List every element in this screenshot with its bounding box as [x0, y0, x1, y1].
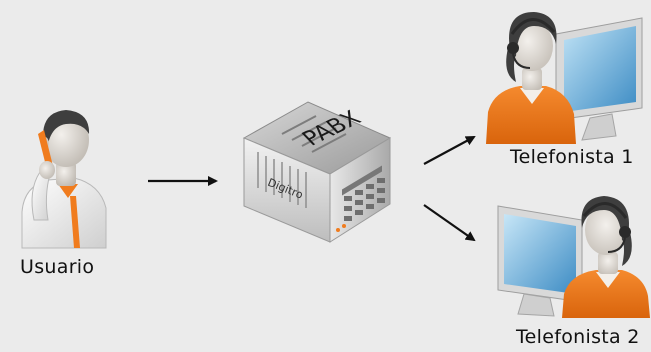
operator2-label: Telefonista 2 — [516, 326, 640, 348]
arrow-pbx-to-operator1 — [423, 136, 476, 165]
operator1-label: Telefonista 1 — [510, 146, 634, 168]
caller-person-icon — [14, 100, 114, 249]
operator-headset-icon — [496, 190, 651, 318]
pbx-server-icon: PABX Digitro — [238, 96, 394, 246]
user-label: Usuario — [20, 256, 95, 278]
operator-headset-icon — [486, 4, 646, 144]
arrow-pbx-to-operator2 — [423, 204, 476, 242]
